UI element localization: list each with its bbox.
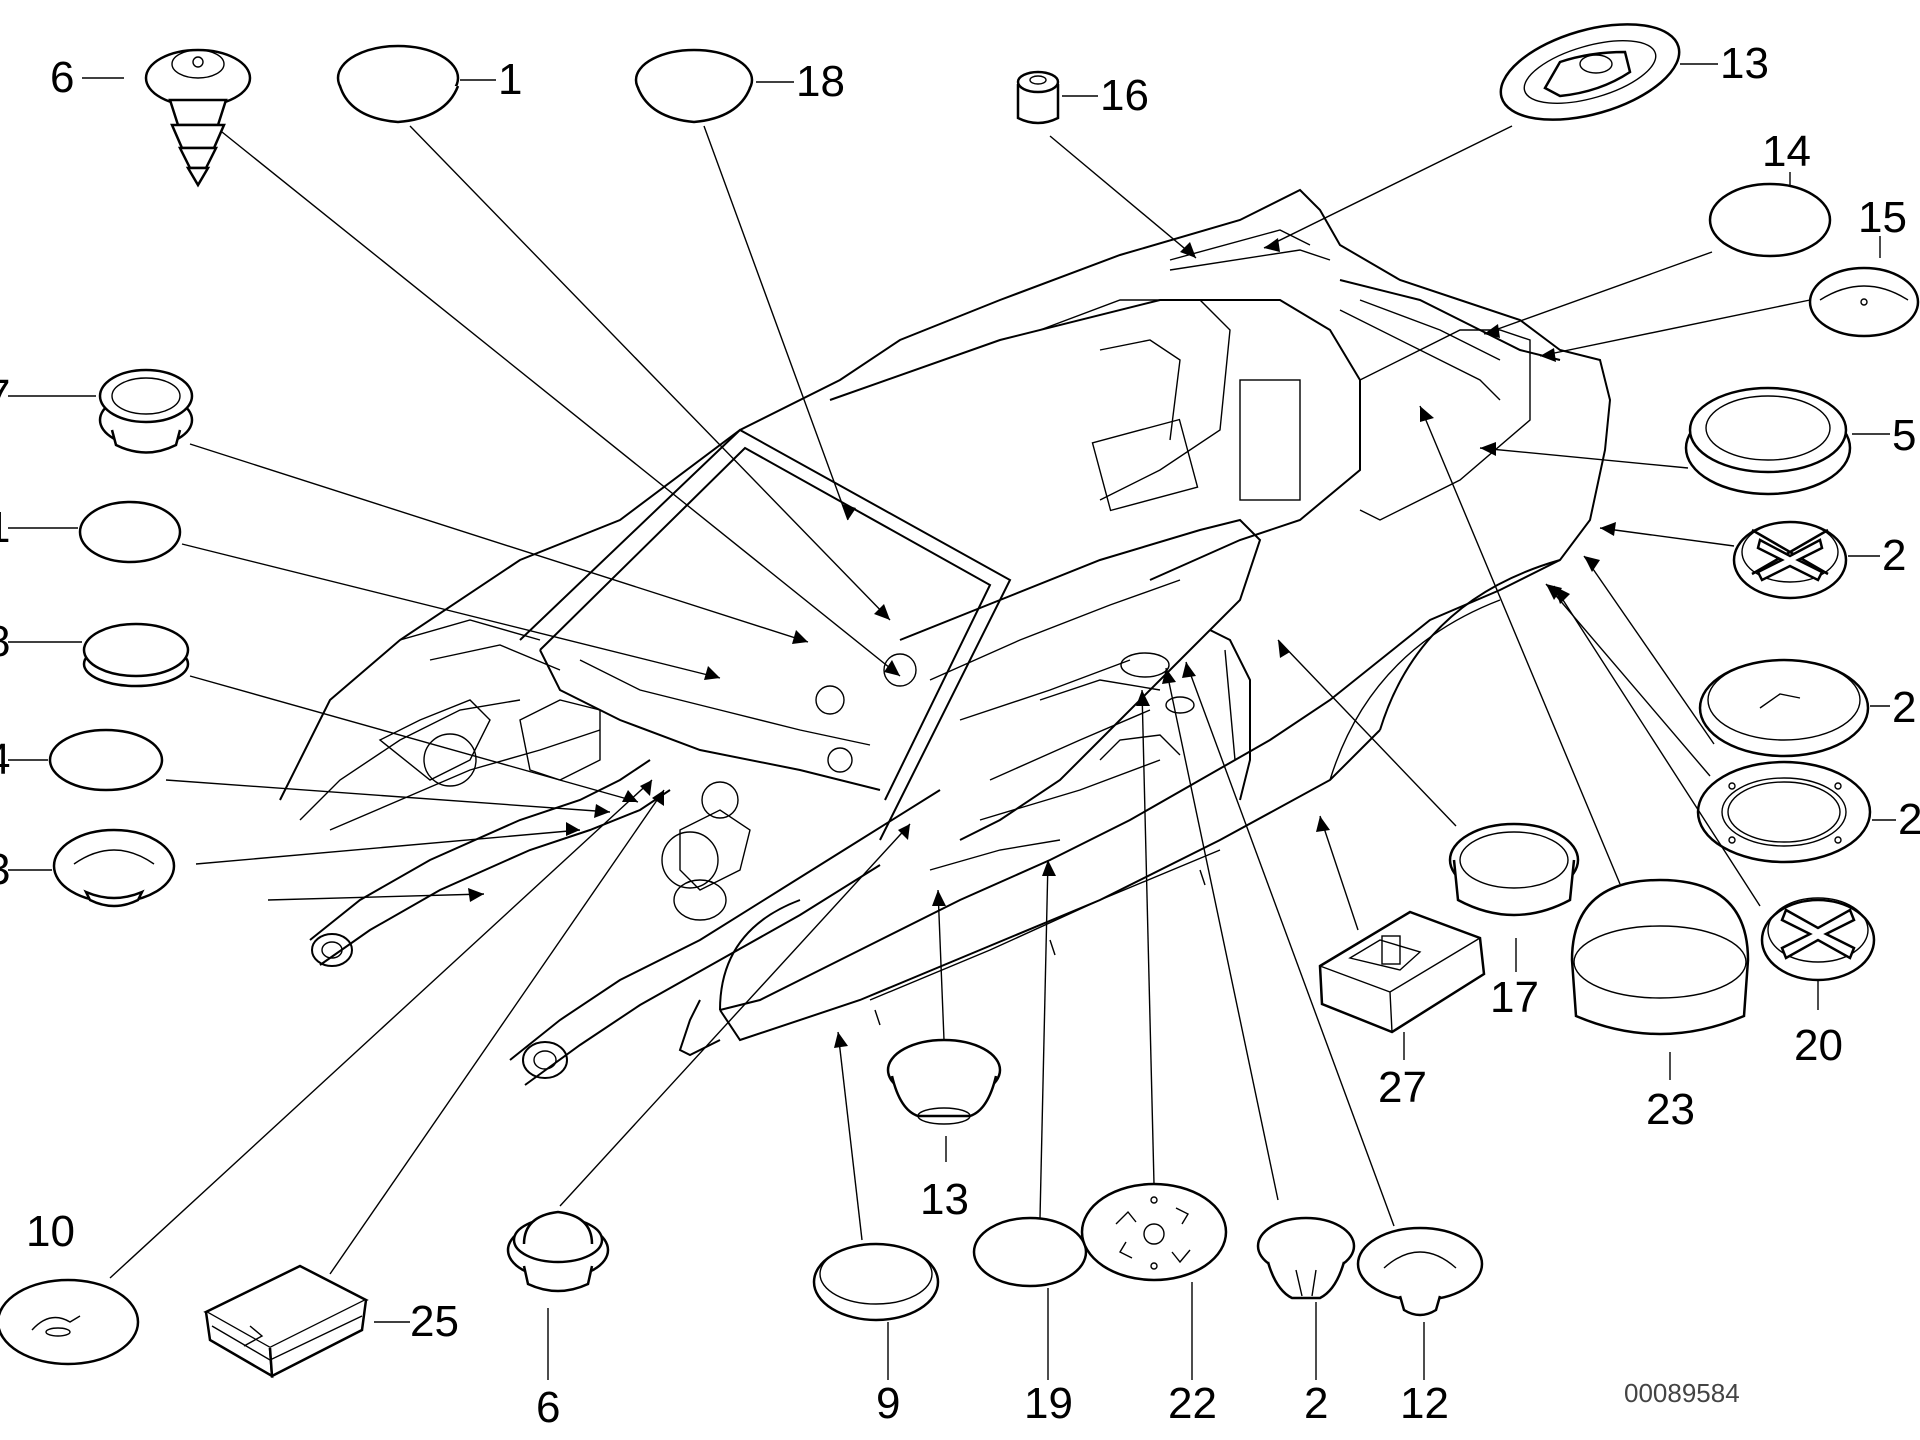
part-7-grommet-left bbox=[98, 368, 194, 454]
callout-13-top: 13 bbox=[1720, 39, 1769, 88]
part-8-oval-plug-left bbox=[82, 622, 190, 688]
callout-6-top: 6 bbox=[50, 53, 74, 102]
part-17-cup-plug bbox=[1448, 822, 1580, 917]
part-2-cross-cap-right-a bbox=[1732, 520, 1848, 600]
callout-3-left: 3 bbox=[0, 845, 10, 894]
part-14-flat-disc bbox=[1708, 182, 1832, 258]
part-9-flat-cap bbox=[812, 1242, 940, 1322]
part-13-oval-grommet-top bbox=[1499, 23, 1681, 121]
part-19-disc bbox=[972, 1216, 1088, 1288]
leader-lines bbox=[8, 63, 1896, 1380]
part-6-grommet-bottom bbox=[506, 1210, 610, 1293]
callout-4-left: 4 bbox=[0, 735, 10, 784]
part-22-vented-disc bbox=[1080, 1182, 1228, 1282]
callout-7-left: 7 bbox=[0, 371, 10, 420]
callout-25: 25 bbox=[410, 1297, 459, 1346]
part-27-bracket-block bbox=[1318, 910, 1486, 1034]
callout-labels: 6 1 18 16 13 14 15 7 1 8 4 3 5 2 2 2 17 … bbox=[0, 39, 1920, 1432]
part-10-flat-grommet bbox=[0, 1278, 140, 1366]
callout-12: 12 bbox=[1400, 1379, 1449, 1428]
part-16-bumper bbox=[1016, 70, 1060, 125]
callout-19: 19 bbox=[1024, 1379, 1073, 1428]
callout-2-right-a: 2 bbox=[1882, 531, 1906, 580]
part-5-grommet-right bbox=[1684, 386, 1852, 496]
drawing-number: 00089584 bbox=[1624, 1378, 1740, 1408]
callout-5-right: 5 bbox=[1892, 411, 1916, 460]
part-20-cross-cap bbox=[1760, 897, 1876, 982]
part-12-mushroom-plug bbox=[1356, 1226, 1484, 1317]
part-3-cup-grommet-left bbox=[52, 828, 176, 908]
callout-17: 17 bbox=[1490, 973, 1539, 1022]
part-2-ring-right-c bbox=[1696, 760, 1872, 864]
callout-2-right-b: 2 bbox=[1892, 683, 1916, 732]
part-13-cup-plug-bottom bbox=[886, 1038, 1002, 1125]
part-18-cap-plug bbox=[634, 48, 754, 124]
callout-1-top: 1 bbox=[498, 55, 522, 104]
callout-8-left: 8 bbox=[0, 617, 10, 666]
callout-22: 22 bbox=[1168, 1379, 1217, 1428]
part-1-cap-plug-top bbox=[336, 44, 460, 124]
callout-2-bottom: 2 bbox=[1304, 1379, 1328, 1428]
part-25-pad bbox=[203, 1264, 369, 1379]
callout-13-bottom: 13 bbox=[920, 1175, 969, 1224]
part-23-large-cap bbox=[1570, 878, 1750, 1036]
callout-27: 27 bbox=[1378, 1063, 1427, 1112]
part-1-disc-left bbox=[78, 500, 182, 564]
callout-16: 16 bbox=[1100, 71, 1149, 120]
callout-20: 20 bbox=[1794, 1021, 1843, 1070]
callout-1-left: 1 bbox=[0, 503, 10, 552]
callout-6-bottom: 6 bbox=[536, 1383, 560, 1432]
callout-18: 18 bbox=[796, 57, 845, 106]
part-15-dome-cap bbox=[1808, 266, 1920, 338]
part-4-disc-left bbox=[48, 728, 164, 792]
callout-2-right-c: 2 bbox=[1898, 795, 1920, 844]
callout-14: 14 bbox=[1762, 127, 1811, 176]
part-2-plug-bottom bbox=[1256, 1216, 1356, 1300]
callout-15: 15 bbox=[1858, 193, 1907, 242]
part-2-flat-cap-right-b bbox=[1698, 658, 1870, 758]
car-body-shell bbox=[279, 188, 1612, 1086]
callout-10: 10 bbox=[26, 1207, 75, 1256]
part-6-screw-plug-top bbox=[144, 48, 252, 188]
callout-23: 23 bbox=[1646, 1085, 1695, 1134]
leader-arrowheads bbox=[468, 238, 1616, 1048]
callout-9: 9 bbox=[876, 1379, 900, 1428]
